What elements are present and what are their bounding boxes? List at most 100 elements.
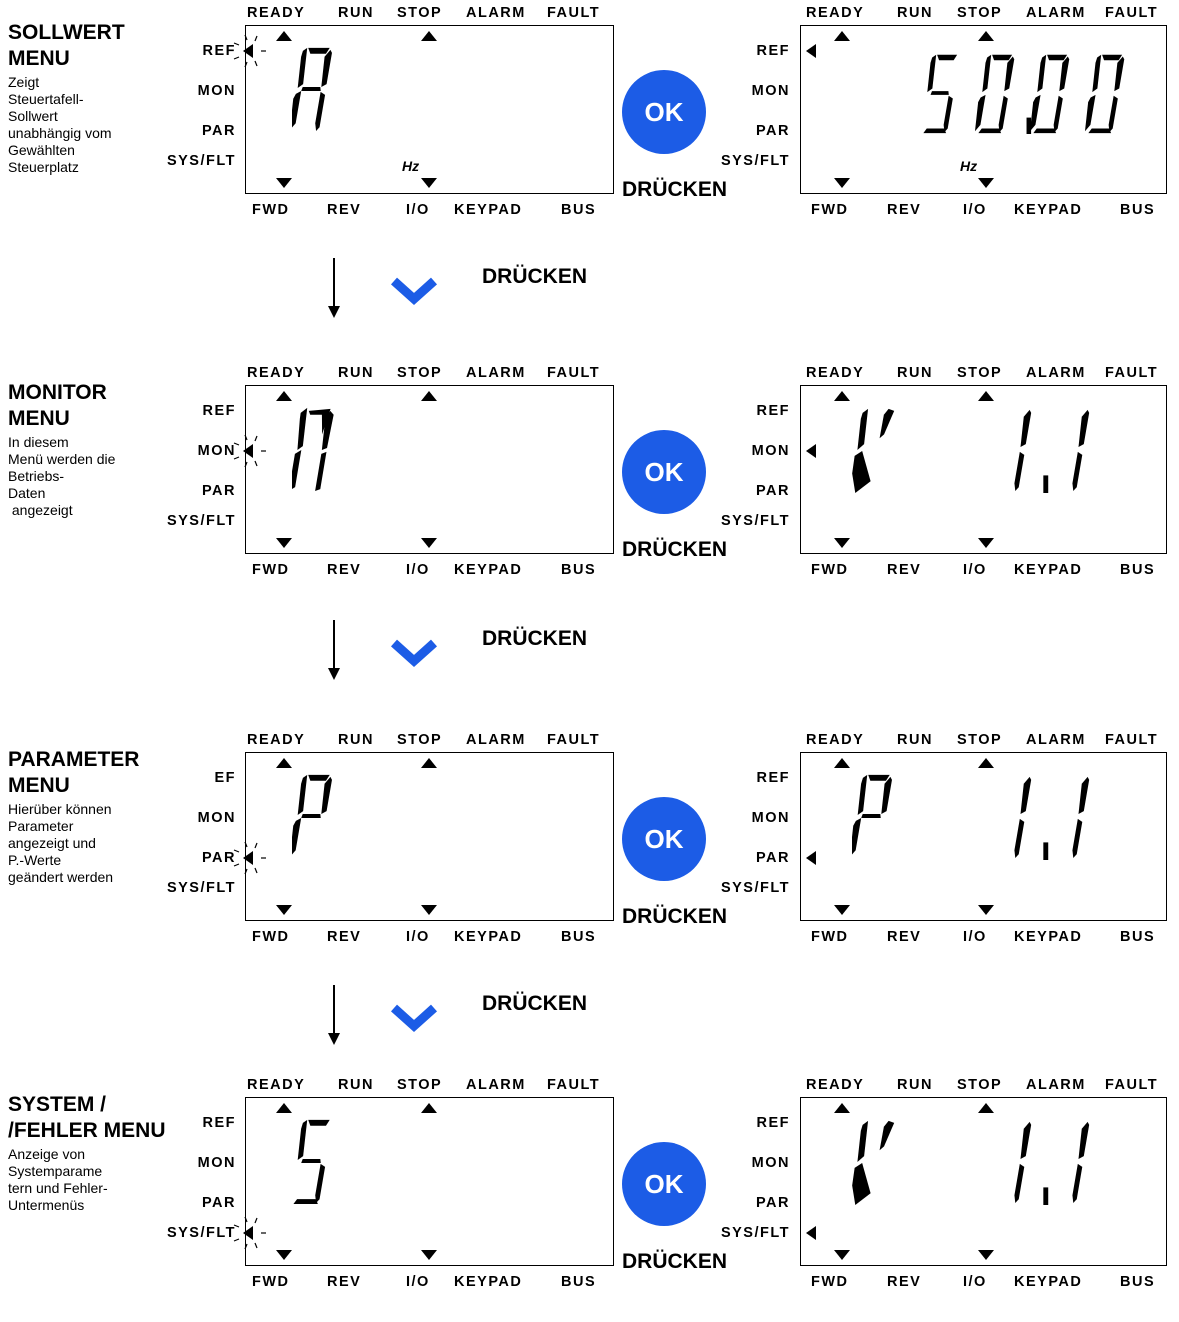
control-label-io: I/O xyxy=(406,202,430,218)
flow-arrow-1 xyxy=(328,258,340,318)
flow-arrow-3 xyxy=(328,985,340,1045)
menu-label-ref: REF xyxy=(202,1115,236,1131)
down-chevron-icon[interactable] xyxy=(388,1000,448,1036)
ok-button[interactable]: OK xyxy=(622,70,706,154)
segment-g xyxy=(301,814,321,818)
digit-P xyxy=(849,774,892,858)
status-label-fault: FAULT xyxy=(547,365,601,381)
status-label-ready: READY xyxy=(247,1077,306,1093)
menu-label-sys-flt: SYS/FLT xyxy=(166,513,236,529)
menu-description-line: P.-Werte xyxy=(8,852,62,868)
status-label-fault: FAULT xyxy=(547,732,601,748)
menu-label-par: PAR xyxy=(201,483,236,499)
segment-b xyxy=(1078,1121,1090,1160)
control-label-rev: REV xyxy=(887,929,922,945)
left-display-segments xyxy=(289,47,332,132)
menu-title-line: MONITOR xyxy=(8,381,107,404)
left-display-value xyxy=(289,45,382,138)
arrow-head xyxy=(328,306,340,318)
menu-title: SYSTEM //FEHLER MENU xyxy=(8,1092,166,1144)
segment-c xyxy=(1014,451,1025,492)
menu-label-par: PAR xyxy=(755,483,790,499)
chevron-shape xyxy=(390,1004,438,1033)
segment-a xyxy=(992,54,1013,61)
segment-g xyxy=(301,87,321,91)
segment-f xyxy=(1037,54,1047,93)
control-label-rev: REV xyxy=(327,202,362,218)
segment-3 xyxy=(321,410,334,450)
control-label-fwd: FWD xyxy=(811,562,849,578)
blink-ray xyxy=(244,1243,248,1250)
segment-d xyxy=(923,128,947,134)
right-display-segments xyxy=(852,408,1090,494)
menu-title-line: SOLLWERT xyxy=(8,21,125,44)
segment-0 xyxy=(297,407,308,450)
control-label-keypad: KEYPAD xyxy=(454,562,523,578)
segment-c xyxy=(943,95,953,133)
down-chevron-icon[interactable] xyxy=(388,273,448,309)
decimal-point xyxy=(1026,117,1032,134)
down-indicator xyxy=(421,538,437,548)
status-label-ready: READY xyxy=(247,732,306,748)
right-display-segments xyxy=(852,1120,1090,1206)
up-indicator xyxy=(834,1103,850,1113)
ok-button[interactable]: OK xyxy=(622,797,706,881)
status-label-alarm: ALARM xyxy=(1026,1077,1086,1093)
active-indicator-triangle xyxy=(243,1226,253,1240)
right-display-segments xyxy=(923,54,1125,134)
menu-label-par: PAR xyxy=(201,123,236,139)
status-label-fault: FAULT xyxy=(547,5,601,21)
control-label-io: I/O xyxy=(963,202,987,218)
press-label: DRÜCKEN xyxy=(622,1250,727,1273)
menu-label-ref: REF xyxy=(756,770,790,786)
press-down-label: DRÜCKEN xyxy=(482,992,587,1015)
segment-a xyxy=(1102,54,1123,61)
segment-f xyxy=(297,774,308,816)
segment-f xyxy=(857,774,868,816)
blink-ray xyxy=(233,849,240,853)
control-label-bus: BUS xyxy=(1120,1274,1156,1290)
down-chevron-icon[interactable] xyxy=(388,635,448,671)
digit-1 xyxy=(1072,1121,1090,1204)
control-label-rev: REV xyxy=(887,202,922,218)
menu-description-line: angezeigt xyxy=(8,502,73,518)
segment-f xyxy=(1092,54,1102,93)
ok-button[interactable]: OK xyxy=(622,430,706,514)
digit-0 xyxy=(1029,54,1070,134)
menu-label-ref: REF xyxy=(756,1115,790,1131)
menu-label-mon: MON xyxy=(197,810,236,826)
control-label-io: I/O xyxy=(963,929,987,945)
status-label-ready: READY xyxy=(247,5,306,21)
menu-description-line: In diesem xyxy=(8,434,69,450)
down-indicator xyxy=(421,905,437,915)
left-display-segments xyxy=(289,774,332,858)
menu-label-ref: REF xyxy=(756,403,790,419)
down-indicator xyxy=(978,178,994,188)
left-display-segments xyxy=(288,407,334,492)
press-down-label: DRÜCKEN xyxy=(482,265,587,288)
segment-a xyxy=(1047,54,1068,61)
segment-d xyxy=(1033,128,1057,134)
active-menu-indicator xyxy=(806,44,816,58)
menu-label-par: PAR xyxy=(755,123,790,139)
blink-ray xyxy=(233,56,240,60)
menu-description-line: Daten xyxy=(8,485,46,501)
menu-label-ef: EF xyxy=(214,770,236,786)
blink-ray xyxy=(244,1216,248,1223)
digit-V xyxy=(852,408,895,494)
menu-description-line: Betriebs- xyxy=(8,468,65,484)
menu-title-line: MENU xyxy=(8,47,70,70)
segment-e xyxy=(289,90,302,131)
ok-button[interactable]: OK xyxy=(622,1142,706,1226)
blink-ray xyxy=(254,1217,258,1224)
segment-c xyxy=(1072,1163,1083,1204)
down-indicator xyxy=(421,1250,437,1260)
status-label-ready: READY xyxy=(806,365,865,381)
blink-ray xyxy=(244,34,248,41)
control-label-keypad: KEYPAD xyxy=(454,929,523,945)
control-label-bus: BUS xyxy=(1120,202,1156,218)
control-label-bus: BUS xyxy=(1120,562,1156,578)
